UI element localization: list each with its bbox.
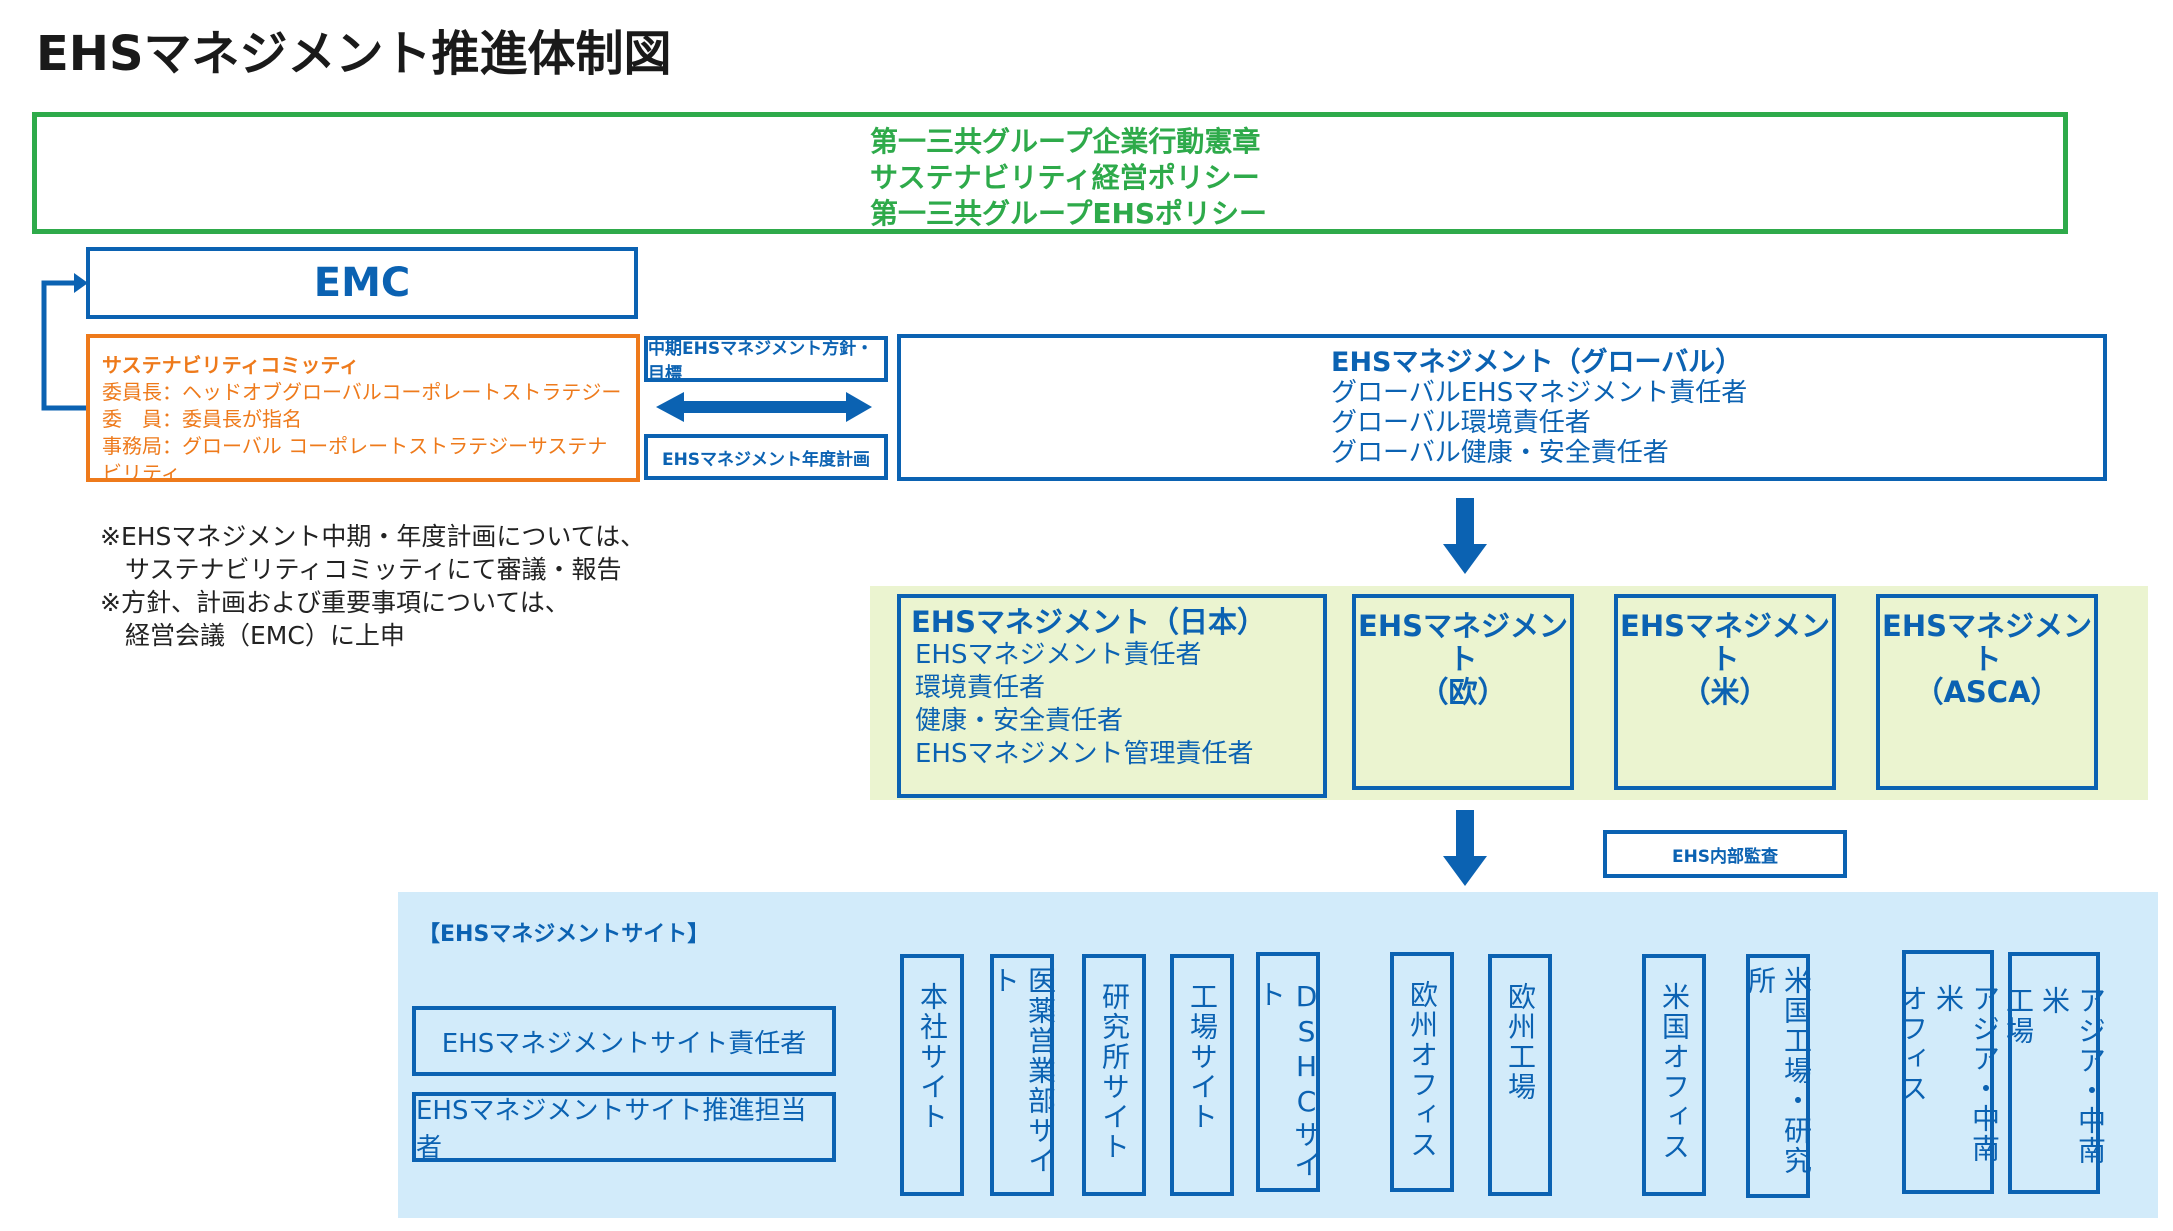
region-europe-head: EHSマネジメント (1358, 609, 1568, 676)
region-asca-box: EHSマネジメント （ASCA） (1876, 594, 2098, 790)
site-asia-latam-office: アジア・中南米 オフィス (1896, 950, 2001, 1194)
region-asca-sub: （ASCA） (1914, 675, 2060, 709)
policy-text: 第一三共グループ企業行動憲章 サステナビリティ経営ポリシー 第一三共グループEH… (870, 124, 1267, 232)
site-promoter-box: EHSマネジメントサイト推進担当者 (412, 1092, 836, 1163)
region-europe-box: EHSマネジメント （欧） (1352, 594, 1574, 790)
sustainability-committee-box: サステナビリティコミッティ 委員長：ヘッドオブグローバルコーポレートストラテジー… (86, 334, 640, 485)
global-line: グローバル環境責任者 (1331, 408, 1591, 438)
double-arrow-left-head (656, 392, 684, 422)
site-dshc: DSHCサイト (1254, 952, 1323, 1192)
policy-line: サステナビリティ経営ポリシー (870, 161, 1260, 194)
site-asia-latam-plant-label: アジア・中南米 工場 (2000, 986, 2108, 1190)
site-us-office: 米国オフィス (1642, 954, 1706, 1196)
region-japan-box: EHSマネジメント（日本） EHSマネジメント責任者 環境責任者 健康・安全責任… (897, 594, 1327, 798)
note-line: 経営会議（EMC）に上申 (100, 621, 405, 650)
site-asia-latam-plant-line1: アジア・中南米 (2038, 986, 2107, 1166)
global-line: グローバルEHSマネジメント責任者 (1331, 378, 1748, 408)
emc-label: EMC (313, 260, 411, 306)
region-japan-line: EHSマネジメント責任者 (915, 640, 1202, 670)
region-japan-head: EHSマネジメント（日本） (911, 605, 1266, 639)
site-research: 研究所サイト (1082, 954, 1146, 1196)
note-line: ※方針、計画および重要事項については、 (100, 588, 570, 617)
mid-term-policy-box: 中期EHSマネジメント方針・目標 (644, 336, 888, 384)
site-europe-plant-label: 欧州工場 (1504, 982, 1537, 1102)
site-asia-latam-office-line1: アジア・中南米 (1932, 984, 2001, 1164)
global-line: グローバル健康・安全責任者 (1331, 438, 1669, 468)
committee-line: 事務局：グローバル コーポレートストラテジーサステナビリティ (102, 434, 608, 485)
site-plant: 工場サイト (1170, 954, 1234, 1196)
site-asia-latam-plant-line2: 工場 (2002, 986, 2035, 1046)
region-europe-sub: （欧） (1419, 675, 1507, 709)
site-headquarters: 本社サイト (900, 954, 964, 1196)
region-us-box: EHSマネジメント （米） (1614, 594, 1836, 790)
note-line: サステナビリティコミッティにて審議・報告 (100, 555, 622, 584)
policy-box (32, 112, 2068, 234)
down-arrow-1-head (1443, 544, 1487, 574)
site-sales: 医薬営業部サイト (988, 954, 1057, 1196)
site-us-plant-research: 米国工場・研究所 (1744, 954, 1813, 1198)
note-line: ※EHSマネジメント中期・年度計画については、 (100, 522, 646, 551)
region-us-head: EHSマネジメント (1620, 609, 1830, 676)
mid-term-policy-label: 中期EHSマネジメント方針・目標 (648, 339, 874, 384)
site-manager-box: EHSマネジメントサイト責任者 (412, 1006, 836, 1076)
site-asia-latam-plant: アジア・中南米 工場 (2002, 952, 2107, 1194)
global-head: EHSマネジメント（グローバル） (1331, 347, 1743, 378)
notes: ※EHSマネジメント中期・年度計画については、 サステナビリティコミッティにて審… (100, 520, 645, 652)
site-dshc-label: DSHCサイト (1254, 980, 1323, 1180)
internal-audit-box: EHS内部監査 (1603, 830, 1847, 878)
site-headquarters-label: 本社サイト (916, 982, 949, 1132)
site-manager-label: EHSマネジメントサイト責任者 (441, 1028, 807, 1059)
site-europe-office: 欧州オフィス (1390, 952, 1454, 1192)
regional-band (870, 586, 2148, 800)
site-asia-latam-office-label: アジア・中南米 オフィス (1894, 984, 2002, 1190)
global-ehs-box: EHSマネジメント（グローバル） グローバルEHSマネジメント責任者 グローバル… (897, 334, 2107, 481)
committee-emc-arrowhead (74, 273, 88, 293)
site-europe-office-label: 欧州オフィス (1406, 980, 1439, 1160)
down-arrow-1-shaft (1456, 498, 1474, 546)
committee-line: 委員長：ヘッドオブグローバルコーポレートストラテジー (102, 380, 622, 404)
committee-line: 委 員：委員長が指名 (102, 407, 302, 431)
policy-line: 第一三共グループEHSポリシー (870, 197, 1268, 230)
region-japan-line: 健康・安全責任者 (915, 706, 1124, 736)
annual-plan-box: EHSマネジメント年度計画 (644, 434, 888, 480)
site-europe-plant: 欧州工場 (1488, 954, 1552, 1196)
sites-band (398, 892, 2158, 1218)
site-plant-label: 工場サイト (1186, 982, 1219, 1132)
site-sales-label: 医薬営業部サイト (988, 966, 1057, 1176)
down-arrow-2-head (1443, 856, 1487, 886)
region-japan-line: EHSマネジメント管理責任者 (915, 739, 1254, 769)
emc-box: EMC (86, 247, 638, 319)
region-us-sub: （米） (1681, 675, 1769, 709)
policy-line: 第一三共グループ企業行動憲章 (870, 125, 1261, 158)
committee-head: サステナビリティコミッティ (102, 353, 360, 377)
region-japan-line: 環境責任者 (915, 673, 1046, 703)
site-asia-latam-office-line2: オフィス (1896, 984, 1929, 1104)
site-us-plant-research-label: 米国工場・研究所 (1744, 966, 1813, 1176)
site-promoter-label: EHSマネジメントサイト推進担当者 (416, 1096, 807, 1163)
region-asca-head: EHSマネジメント (1882, 609, 2092, 676)
double-arrow-right-head (846, 392, 872, 422)
committee-emc-connector (41, 280, 86, 411)
annual-plan-label: EHSマネジメント年度計画 (661, 449, 871, 470)
site-us-office-label: 米国オフィス (1658, 982, 1691, 1162)
sites-label: 【EHSマネジメントサイト】 (418, 922, 710, 947)
site-research-label: 研究所サイト (1098, 982, 1131, 1162)
page-title: EHSマネジメント推進体制図 (36, 26, 672, 82)
internal-audit-label: EHS内部監査 (1671, 846, 1779, 867)
down-arrow-2-shaft (1456, 810, 1474, 858)
